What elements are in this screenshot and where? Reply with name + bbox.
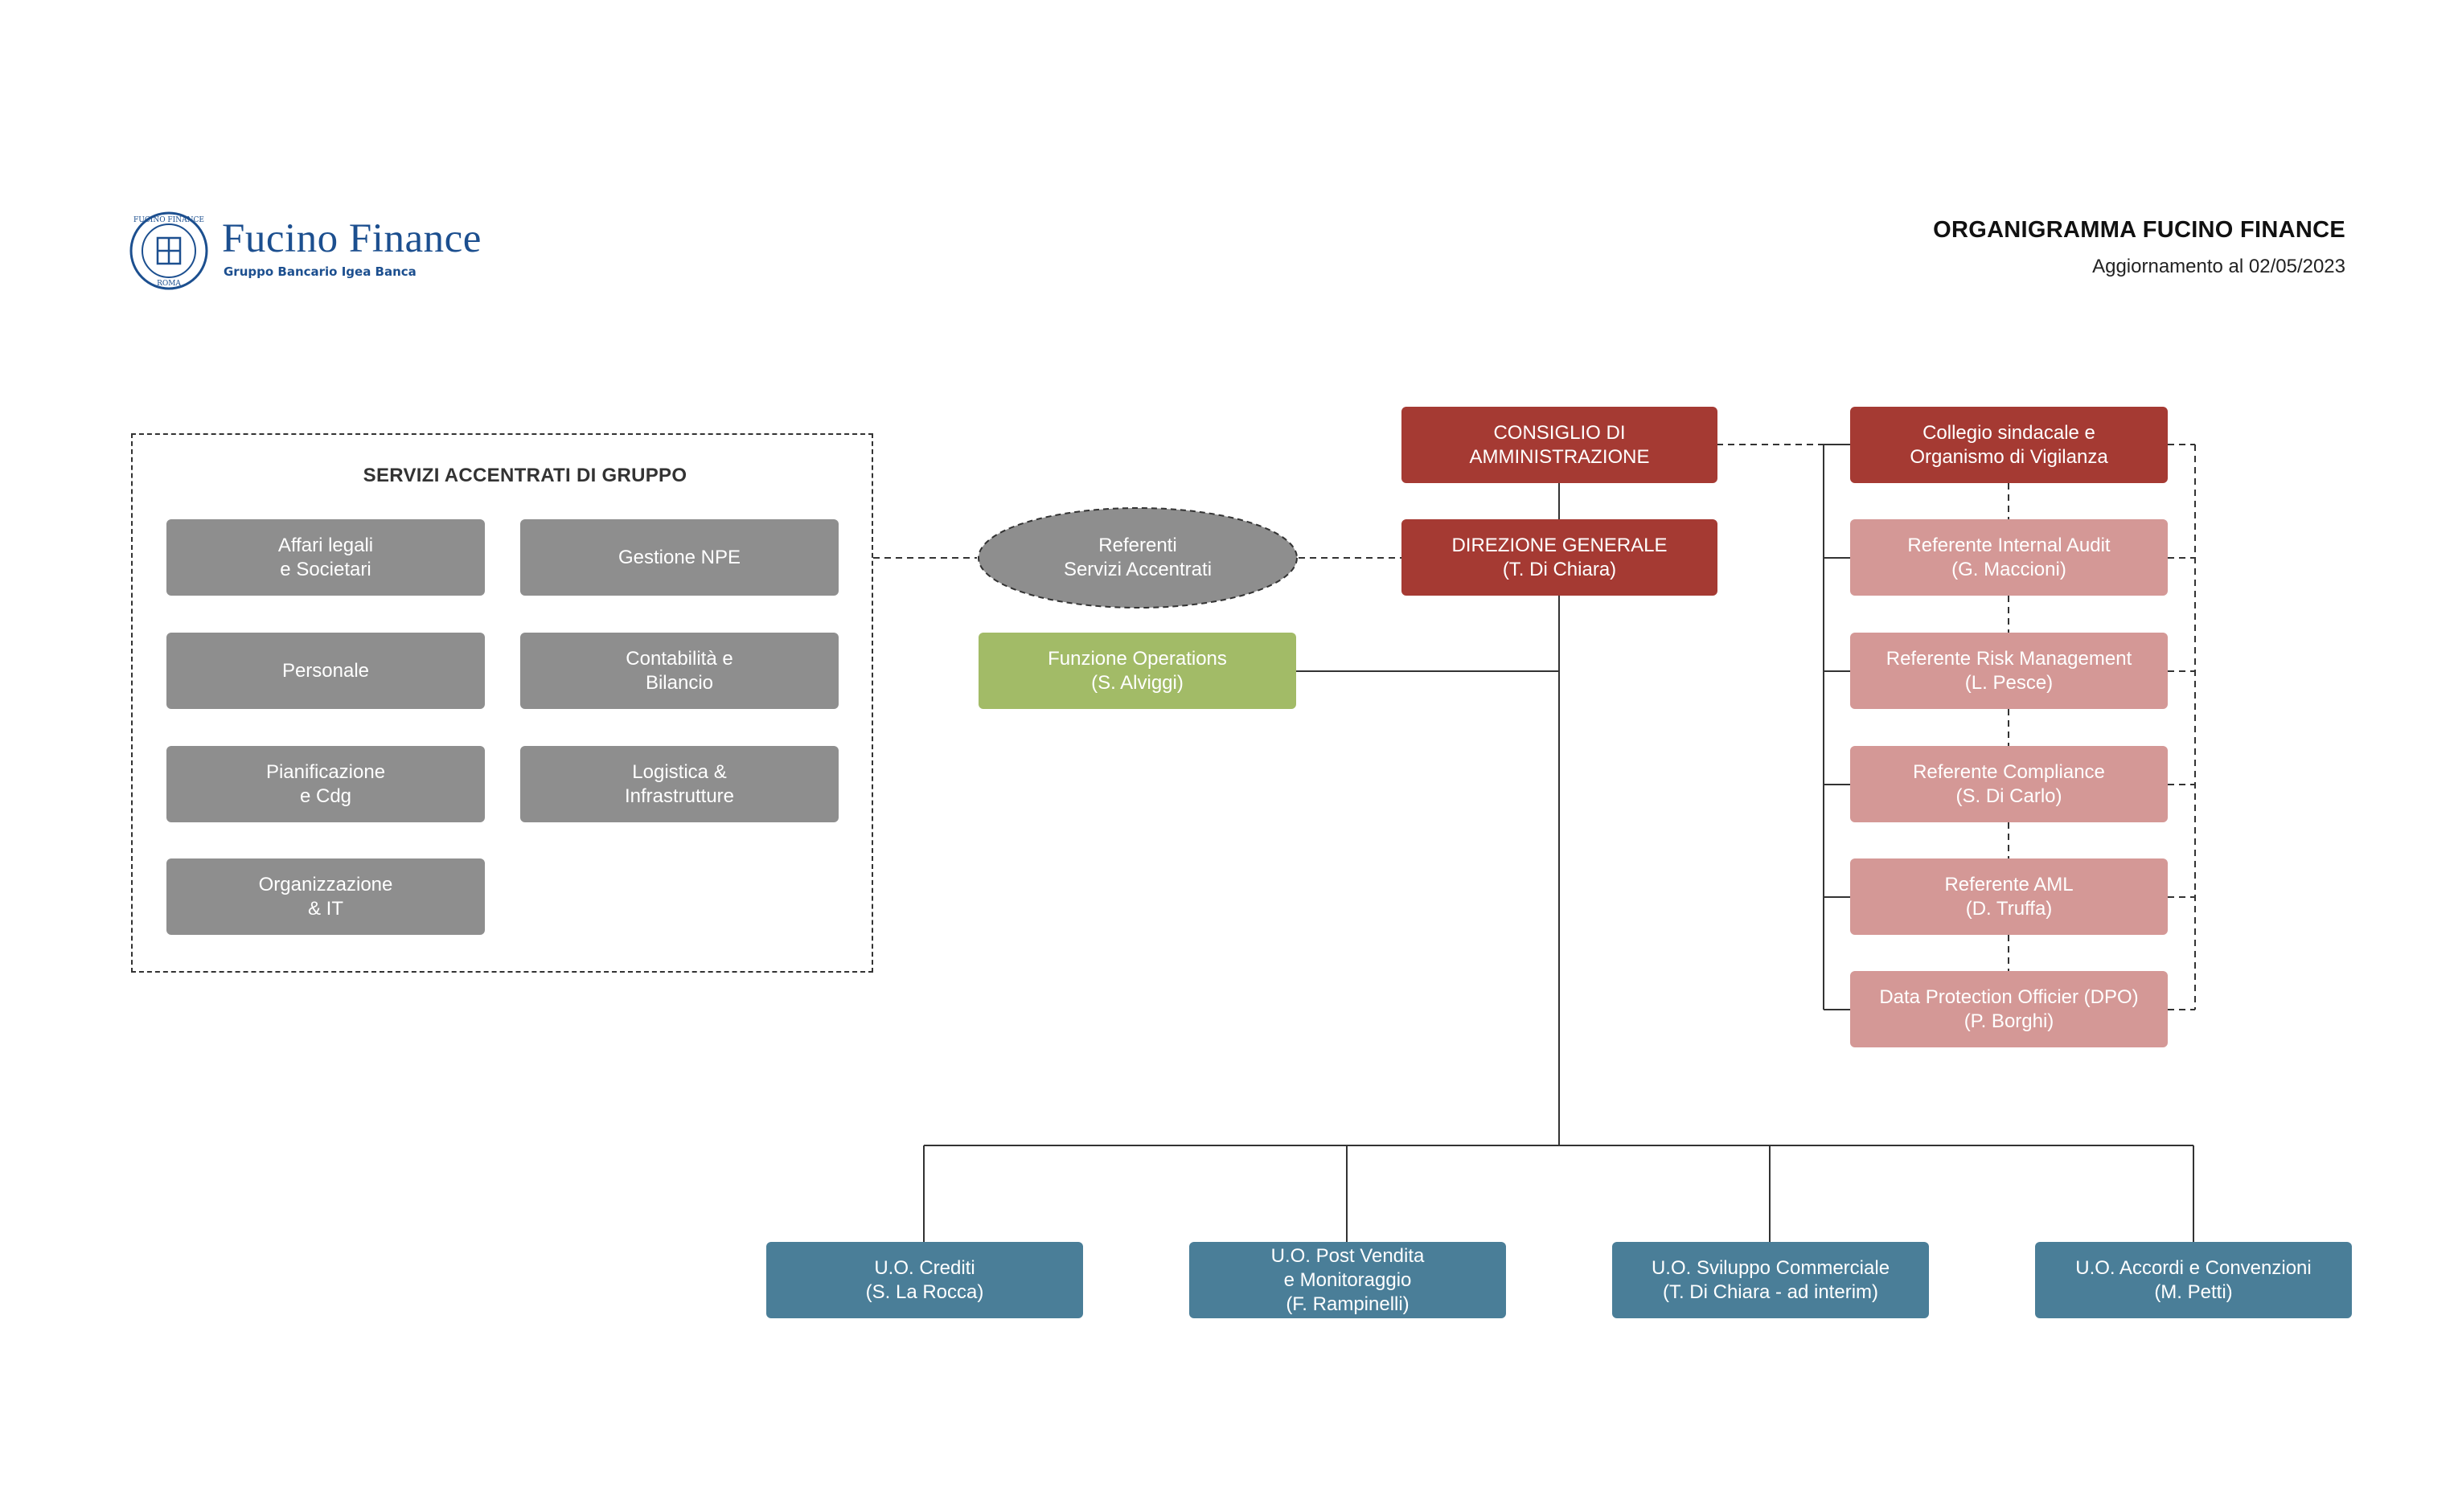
group-services-frame	[131, 433, 873, 973]
control-head-node: Collegio sindacale e Organismo di Vigila…	[1850, 407, 2168, 483]
seal-text-top: FUCINO FINANCE	[133, 216, 204, 224]
page-title: ORGANIGRAMMA FUCINO FINANCE	[1933, 217, 2345, 243]
seal-text-bottom: ROMA	[157, 280, 181, 288]
service-node: Pianificazione e Cdg	[166, 746, 485, 822]
control-node: Referente Internal Audit (G. Maccioni)	[1850, 519, 2168, 596]
service-node: Organizzazione & IT	[166, 858, 485, 935]
operations-node: Funzione Operations (S. Alviggi)	[979, 633, 1296, 709]
unit-node: U.O. Sviluppo Commerciale (T. Di Chiara …	[1612, 1242, 1929, 1318]
group-services-title: SERVIZI ACCENTRATI DI GRUPPO	[363, 465, 687, 486]
general-management-node: DIREZIONE GENERALE (T. Di Chiara)	[1401, 519, 1717, 596]
control-node: Referente Compliance (S. Di Carlo)	[1850, 746, 2168, 822]
page-subtitle: Aggiornamento al 02/05/2023	[2092, 256, 2345, 277]
brand-subtitle: Gruppo Bancario Igea Banca	[224, 264, 417, 279]
service-node: Contabilità e Bilancio	[520, 633, 839, 709]
brand-name: Fucino Finance	[222, 216, 482, 261]
service-node: Logistica & Infrastrutture	[520, 746, 839, 822]
board-node: CONSIGLIO DI AMMINISTRAZIONE	[1401, 407, 1717, 483]
service-node: Gestione NPE	[520, 519, 839, 596]
referents-ellipse-shape	[978, 507, 1298, 608]
seal-icon: FUCINO FINANCE ROMA	[129, 211, 208, 290]
control-node: Data Protection Officier (DPO) (P. Borgh…	[1850, 971, 2168, 1047]
service-node: Affari legali e Societari	[166, 519, 485, 596]
service-node: Personale	[166, 633, 485, 709]
brand-logo: FUCINO FINANCE ROMA Fucino Finance Grupp…	[129, 211, 499, 294]
control-node: Referente AML (D. Truffa)	[1850, 858, 2168, 935]
control-node: Referente Risk Management (L. Pesce)	[1850, 633, 2168, 709]
unit-node: U.O. Accordi e Convenzioni (M. Petti)	[2035, 1242, 2352, 1318]
referents-node: Referenti Servizi Accentrati	[1063, 535, 1213, 580]
unit-node: U.O. Post Vendita e Monitoraggio (F. Ram…	[1189, 1242, 1506, 1318]
unit-node: U.O. Crediti (S. La Rocca)	[766, 1242, 1083, 1318]
